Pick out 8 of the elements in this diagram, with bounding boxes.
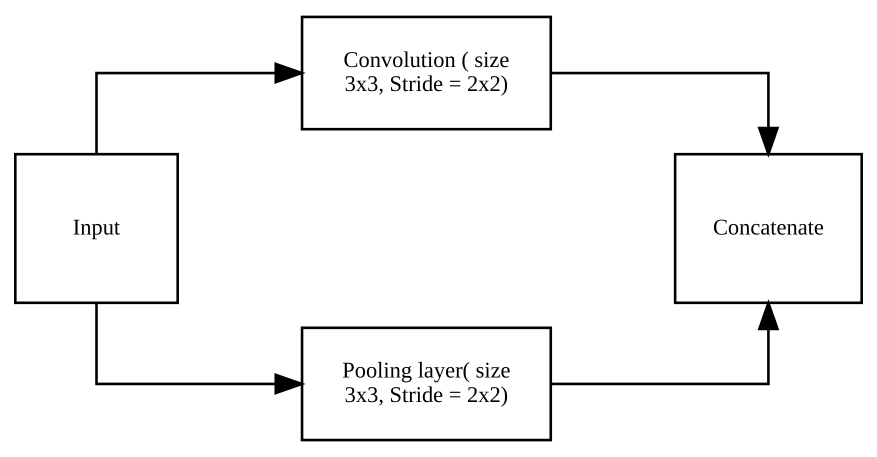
arrow <box>550 299 780 386</box>
arrow <box>95 303 306 395</box>
arrow <box>95 62 306 154</box>
arrow <box>550 72 780 158</box>
node-box: Convolution ( size 3x3, Stride = 2x2) <box>300 16 552 130</box>
node-box: Input <box>14 152 179 304</box>
node-box: Pooling layer( size 3x3, Stride = 2x2) <box>300 326 552 442</box>
node-box: Concatenate <box>674 152 863 304</box>
